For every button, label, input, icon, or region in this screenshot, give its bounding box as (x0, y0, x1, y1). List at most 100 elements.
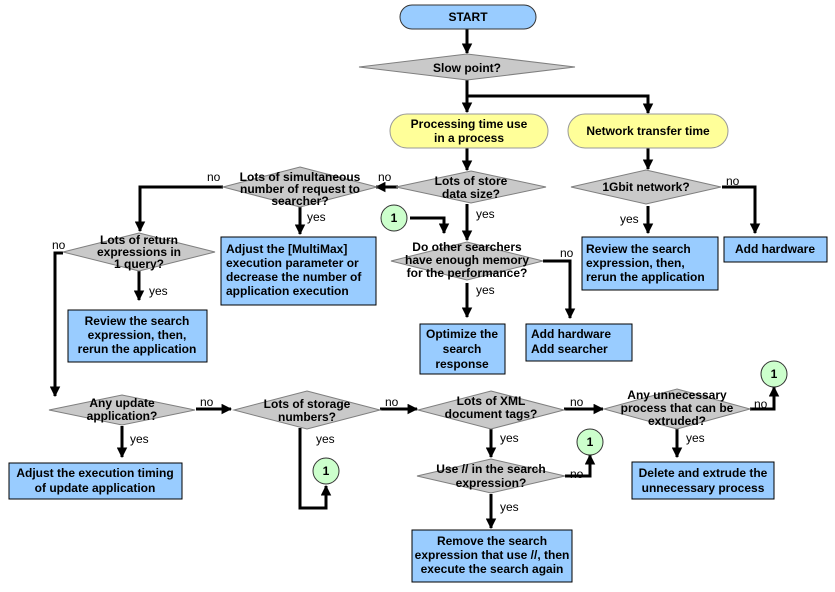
memory-line: Do other searchers (412, 240, 522, 254)
review-left-line: expression, then, (88, 328, 187, 342)
process-review-right: Review the search expression, then, reru… (581, 236, 719, 291)
simultaneous-line: number of request to (240, 182, 360, 196)
decision-xml-tags: Lots of XML document tags? (416, 390, 566, 430)
label-no: no (207, 170, 221, 184)
review-right-line: expression, then, (586, 256, 685, 270)
edge-slowpoint-network (467, 94, 654, 115)
review-left-line: rerun the application (78, 342, 197, 356)
adjust-multimax-line: execution parameter or (226, 256, 359, 270)
delete-line: Delete and extrude the (639, 466, 768, 480)
adjust-timing-line: Adjust the execution timing (16, 466, 173, 480)
process-network-time: Network transfer time (567, 113, 729, 149)
edge-labels: no no yes yes no yes yes no yes no no ye… (52, 170, 768, 514)
memory-line: for the performance? (407, 266, 528, 280)
label-no: no (570, 467, 584, 481)
decision-unnecessary: Any unnecessary process that can be extr… (602, 388, 752, 430)
label-no: no (378, 170, 392, 184)
connector-label: 1 (391, 211, 398, 225)
connector-1: 1 (760, 360, 788, 388)
update-app-line: Any update (89, 396, 155, 410)
review-right-line: Review the search (586, 242, 691, 256)
unnecessary-line: Any unnecessary (627, 388, 727, 402)
review-left-line: Review the search (85, 314, 190, 328)
simultaneous-line: Lots of simultaneous (240, 170, 361, 184)
decision-update-app: Any update application? (48, 394, 196, 426)
start-label: START (448, 10, 488, 24)
process-review-left: Review the search expression, then, reru… (67, 309, 208, 363)
process-add-hw-searcher: Add hardware Add searcher (525, 323, 633, 362)
optimize-line: response (435, 357, 489, 371)
memory-line: have enough memory (405, 253, 529, 267)
label-yes: yes (149, 284, 168, 298)
slow-point-label: Slow point? (433, 61, 501, 75)
add-hw-line: Add hardware (531, 327, 611, 341)
processing-time-line: Processing time use (411, 117, 528, 131)
label-yes: yes (476, 207, 495, 221)
edge-memory-addhw (543, 259, 576, 320)
processing-time-line: in a process (434, 131, 504, 145)
process-processing-time: Processing time use in a process (389, 113, 549, 149)
connector-1: 1 (576, 428, 604, 456)
adjust-multimax-line: decrease the number of (226, 270, 362, 284)
decision-slow-point: Slow point? (358, 53, 576, 81)
decision-store-size: Lots of store data size? (395, 170, 547, 204)
connector-1: 1 (380, 204, 408, 232)
label-yes: yes (500, 500, 519, 514)
connector-label: 1 (771, 367, 778, 381)
adjust-timing-line: of update application (35, 481, 156, 495)
decision-use-slash: Use // in the search expression? (416, 458, 566, 494)
edge-simultaneous-return (134, 185, 223, 233)
process-adjust-multimax: Adjust the [MultiMax] execution paramete… (220, 236, 377, 306)
decision-simultaneous: Lots of simultaneous number of request t… (221, 166, 379, 208)
store-size-line: Lots of store (435, 174, 508, 188)
label-yes: yes (500, 431, 519, 445)
remove-line: execute the search again (421, 562, 564, 576)
decision-memory: Do other searchers have enough memory fo… (390, 240, 544, 281)
adjust-multimax-line: Adjust the [MultiMax] (226, 242, 347, 256)
unnecessary-line: process that can be (621, 401, 734, 415)
return-line: 1 query? (114, 257, 164, 271)
decision-storage-numbers: Lots of storage numbers? (232, 390, 382, 430)
optimize-line: search (443, 342, 482, 356)
label-no: no (560, 246, 574, 260)
use-slash-line: expression? (456, 476, 527, 490)
connector-1: 1 (312, 457, 340, 485)
connector-label: 1 (323, 464, 330, 478)
return-line: expressions in (97, 245, 181, 259)
return-line: Lots of return (100, 233, 178, 247)
label-yes: yes (307, 210, 326, 224)
simultaneous-line: searcher? (271, 194, 328, 208)
review-right-line: rerun the application (586, 270, 705, 284)
xml-line: Lots of XML (457, 394, 526, 408)
edge-gbit-addhw (722, 185, 761, 235)
optimize-line: Optimize the (426, 327, 498, 341)
edge-slash-connector (565, 453, 596, 478)
process-add-hardware: Add hardware (723, 236, 828, 263)
label-yes: yes (620, 212, 639, 226)
label-no: no (754, 397, 768, 411)
delete-line: unnecessary process (642, 481, 765, 495)
storage-line: Lots of storage (264, 397, 351, 411)
edges (49, 29, 780, 530)
label-no: no (52, 238, 66, 252)
use-slash-line: Use // in the search (436, 462, 545, 476)
remove-line: expression that use //, then (415, 548, 570, 562)
connector-label: 1 (587, 435, 594, 449)
remove-line: Remove the search (437, 534, 547, 548)
label-yes: yes (130, 432, 149, 446)
storage-line: numbers? (278, 410, 336, 424)
label-no: no (726, 174, 740, 188)
network-time-label: Network transfer time (586, 124, 710, 138)
add-hardware-label: Add hardware (735, 242, 815, 256)
edge-connector-memory (410, 216, 450, 235)
label-yes: yes (686, 431, 705, 445)
label-no: no (200, 395, 214, 409)
edge-unnecessary-connector (750, 385, 780, 411)
add-searcher-line: Add searcher (531, 342, 608, 356)
process-delete-extrude: Delete and extrude the unnecessary proce… (631, 461, 775, 500)
label-yes: yes (476, 283, 495, 297)
xml-line: document tags? (445, 407, 538, 421)
process-adjust-timing: Adjust the execution timing of update ap… (8, 462, 183, 500)
